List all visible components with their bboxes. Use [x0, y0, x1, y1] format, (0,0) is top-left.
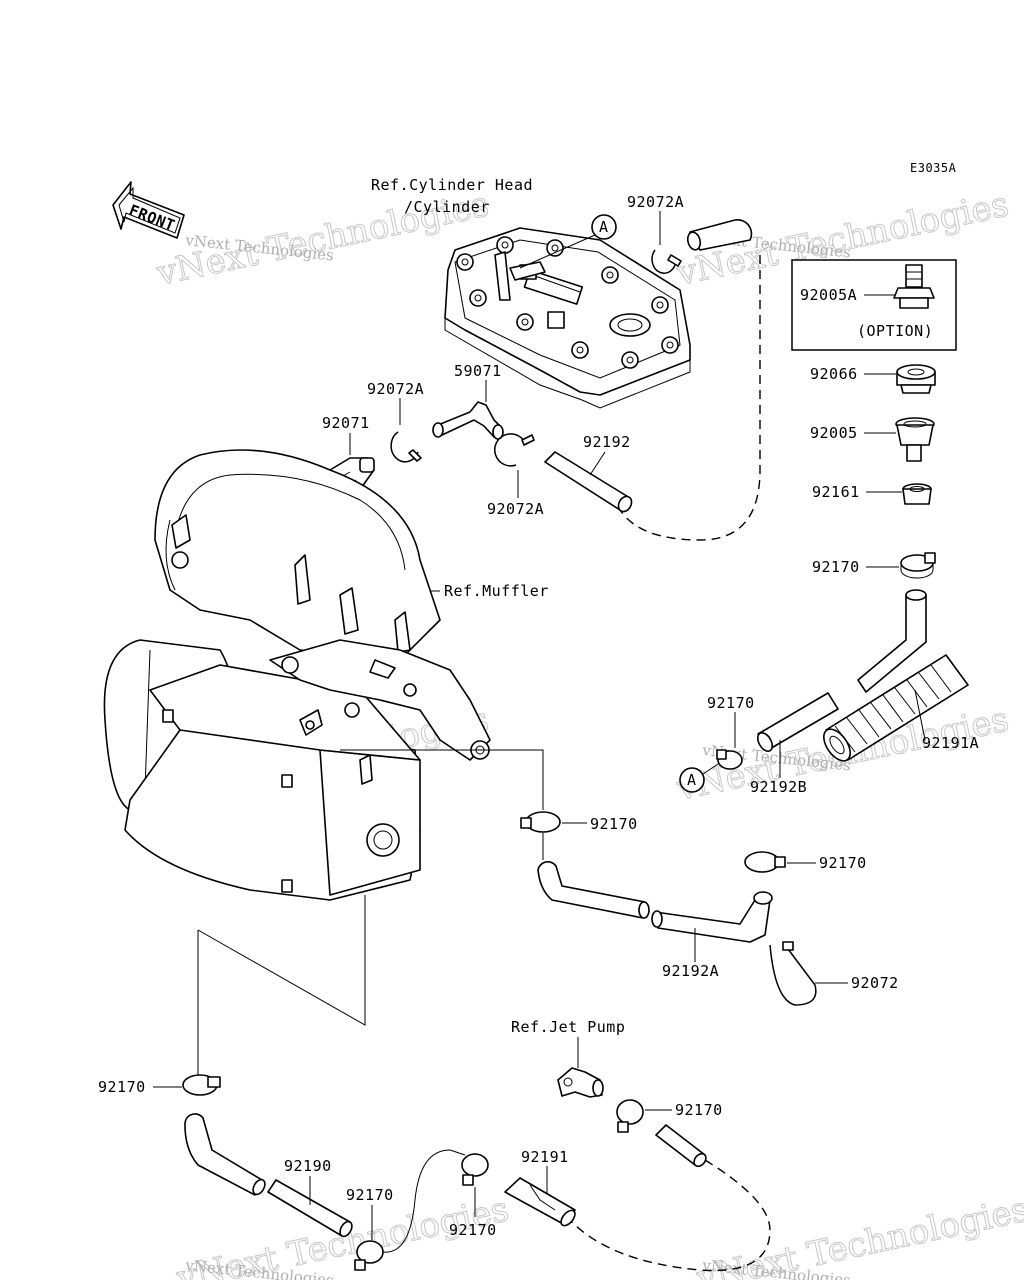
clamp-92170-left	[182, 1074, 221, 1096]
part-label-59071: 59071	[454, 362, 502, 380]
hose-92191	[504, 1177, 576, 1227]
hose-92192	[544, 451, 631, 511]
part-label-92192: 92192	[583, 433, 631, 451]
ref-cylinder: /Cylinder	[404, 198, 490, 216]
hose-92192A-right	[654, 899, 771, 943]
callout-a-top	[591, 214, 617, 240]
clamp-92072A-mid	[494, 433, 527, 467]
option-box	[791, 259, 957, 351]
diagram-code: E3035A	[910, 161, 957, 175]
elbow-59071	[432, 401, 504, 440]
plug-92066	[896, 364, 936, 394]
clamp-92170-bottom	[354, 1240, 384, 1271]
part-label-92072A-left: 92072A	[367, 380, 424, 398]
front-arrow-icon: FRONT	[112, 181, 185, 239]
clamp-92072	[769, 944, 817, 1006]
part-label-92191A: 92191A	[922, 734, 979, 752]
ref-cylinder-head: Ref.Cylinder Head	[371, 176, 533, 194]
part-label-92072A-mid: 92072A	[487, 500, 544, 518]
callout-a-bottom	[679, 767, 705, 793]
hose-92192A-left	[537, 861, 646, 919]
part-label-92190: 92190	[284, 1157, 332, 1175]
corrugated-hose-92191A	[823, 654, 969, 762]
part-label-92170-right: 92170	[812, 558, 860, 576]
clamp-92170-right	[900, 552, 936, 579]
clamp-92170-jet	[616, 1099, 644, 1133]
part-label-92005: 92005	[810, 424, 858, 442]
part-label-92072A-top: 92072A	[627, 193, 684, 211]
part-label-92072: 92072	[851, 974, 899, 992]
part-label-92170-bottom2: 92170	[449, 1221, 497, 1239]
part-label-92170-center: 92170	[590, 815, 638, 833]
cylinder-head	[444, 227, 691, 409]
part-label-92066: 92066	[810, 365, 858, 383]
part-label-92192A: 92192A	[662, 962, 719, 980]
callout-letter: A	[687, 771, 697, 789]
fitting-92005A	[893, 264, 935, 309]
part-label-92005A: 92005A	[800, 286, 857, 304]
clamp-92170-bottom2	[461, 1153, 489, 1186]
hose-top-right	[689, 218, 753, 251]
muffler	[103, 449, 491, 901]
part-label-92191: 92191	[521, 1148, 569, 1166]
option-label: (OPTION)	[857, 322, 933, 340]
ref-jet-pump: Ref.Jet Pump	[511, 1018, 625, 1036]
part-label-92170-mid-right: 92170	[819, 854, 867, 872]
clamp-92170-mid-right	[744, 851, 786, 873]
hose-bottom-left	[184, 1113, 263, 1196]
part-label-92071: 92071	[322, 414, 370, 432]
cap-92161	[902, 483, 932, 505]
part-label-92192B: 92192B	[750, 778, 807, 796]
fitting-92005	[895, 417, 935, 462]
clamp-92170-a	[716, 749, 743, 770]
part-label-92170-bottom: 92170	[346, 1186, 394, 1204]
part-label-92170-a: 92170	[707, 694, 755, 712]
hose-92190	[267, 1179, 351, 1237]
part-label-92170-left: 92170	[98, 1078, 146, 1096]
clamp-92170-center	[520, 811, 561, 833]
part-label-92161: 92161	[812, 483, 860, 501]
jet-pump-fitting	[557, 1067, 604, 1098]
part-label-92170-jet: 92170	[675, 1101, 723, 1119]
callout-letter: A	[599, 218, 609, 236]
ref-muffler: Ref.Muffler	[444, 582, 549, 600]
